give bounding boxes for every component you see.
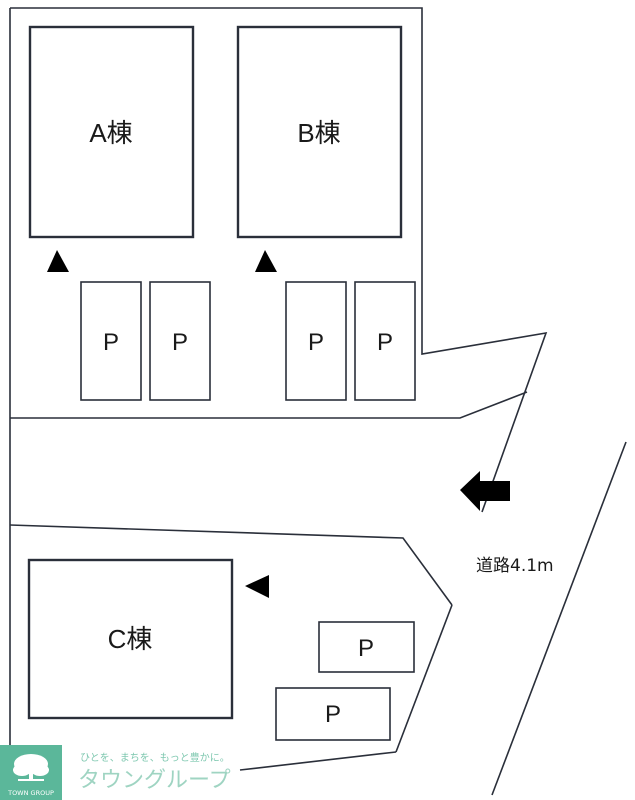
- parking-space: P: [285, 281, 347, 401]
- parking-space: P: [275, 687, 391, 741]
- logo-brand-en: TOWN GROUP: [7, 789, 54, 797]
- parking-space: P: [354, 281, 416, 401]
- building-b: [236, 25, 403, 239]
- building-a-label: A棟: [89, 118, 132, 148]
- parking-label: P: [325, 701, 341, 728]
- parking-label: P: [377, 329, 393, 356]
- town-group-logo: TOWN GROUP ひとを、まちを、もっと豊かに。 タウングループ: [0, 745, 231, 800]
- parking-label: P: [308, 329, 324, 356]
- building-a: [28, 25, 195, 239]
- driveway-south-edge: [9, 524, 453, 606]
- road-label: 道路4.1m: [476, 556, 554, 576]
- parking-label: P: [358, 635, 374, 662]
- lot-boundary-south: [239, 751, 397, 771]
- building-c: [27, 558, 234, 720]
- parking-space: P: [80, 281, 142, 401]
- entrance-b-triangle-icon: [255, 250, 277, 272]
- parking-space: P: [149, 281, 211, 401]
- driveway-north-edge: [10, 391, 528, 419]
- road-edge: [491, 441, 627, 796]
- lot-boundary-east: [395, 604, 453, 753]
- tree-icon: [13, 754, 49, 781]
- entrance-c-triangle-icon: [245, 575, 269, 598]
- entrance-a-triangle-icon: [47, 250, 69, 272]
- logo-brand-kana: タウングループ: [78, 768, 231, 793]
- parking-label: P: [103, 329, 119, 356]
- entry-arrow-left-icon: [460, 471, 510, 511]
- logo-tagline: ひとを、まちを、もっと豊かに。: [80, 751, 230, 764]
- building-c-label: C棟: [108, 624, 153, 654]
- parking-label: P: [172, 329, 188, 356]
- parking-space: P: [318, 621, 415, 673]
- building-b-label: B棟: [297, 118, 340, 148]
